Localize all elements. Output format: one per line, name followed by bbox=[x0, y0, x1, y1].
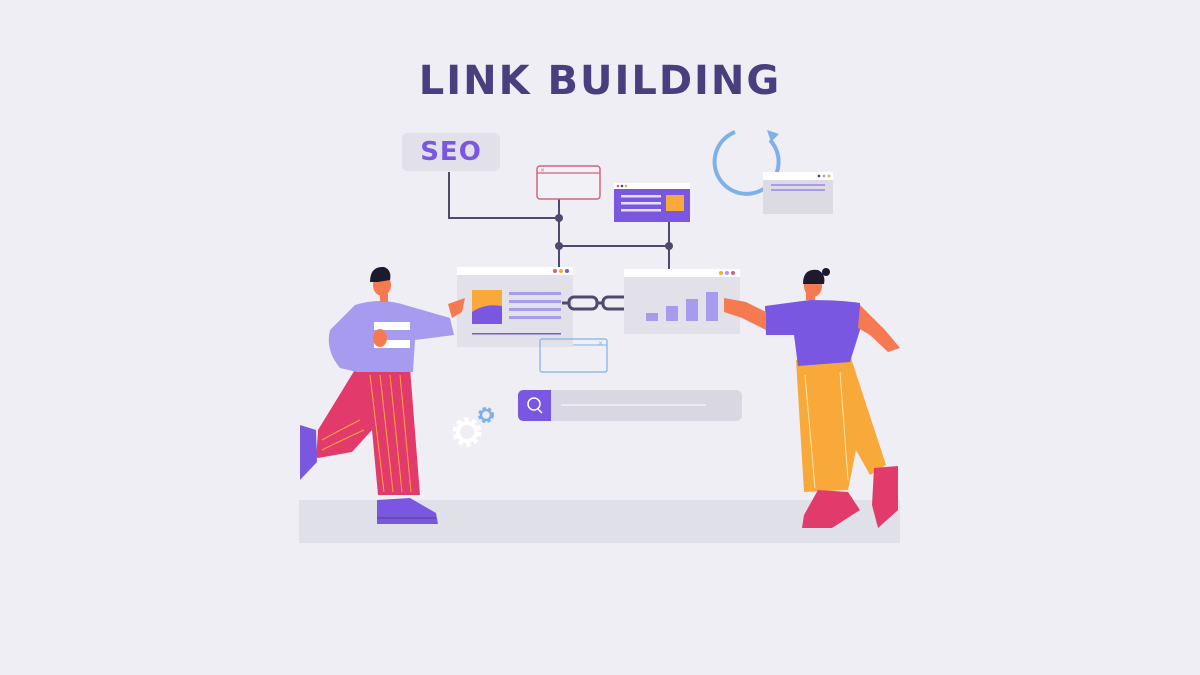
gear-icon-large bbox=[452, 417, 482, 447]
connector-nodes bbox=[555, 214, 673, 250]
refresh-circle-icon bbox=[712, 130, 781, 196]
search-bar bbox=[518, 390, 742, 421]
svg-text:×: × bbox=[598, 340, 603, 347]
pink-window: × bbox=[536, 165, 601, 200]
woman-figure bbox=[724, 268, 900, 528]
page-title: LINK BUILDING bbox=[418, 58, 782, 104]
search-icon bbox=[527, 397, 541, 411]
small-grey-window bbox=[763, 172, 833, 214]
purple-window bbox=[614, 183, 690, 222]
connector-lines bbox=[448, 172, 670, 270]
bar-chart-window bbox=[624, 269, 740, 334]
seo-tag: SEO bbox=[402, 133, 500, 171]
svg-text:×: × bbox=[540, 167, 545, 174]
gear-icon-small bbox=[478, 407, 494, 423]
man-figure bbox=[300, 266, 465, 524]
content-window-left bbox=[457, 267, 573, 347]
blue-outline-window: × bbox=[539, 338, 608, 373]
